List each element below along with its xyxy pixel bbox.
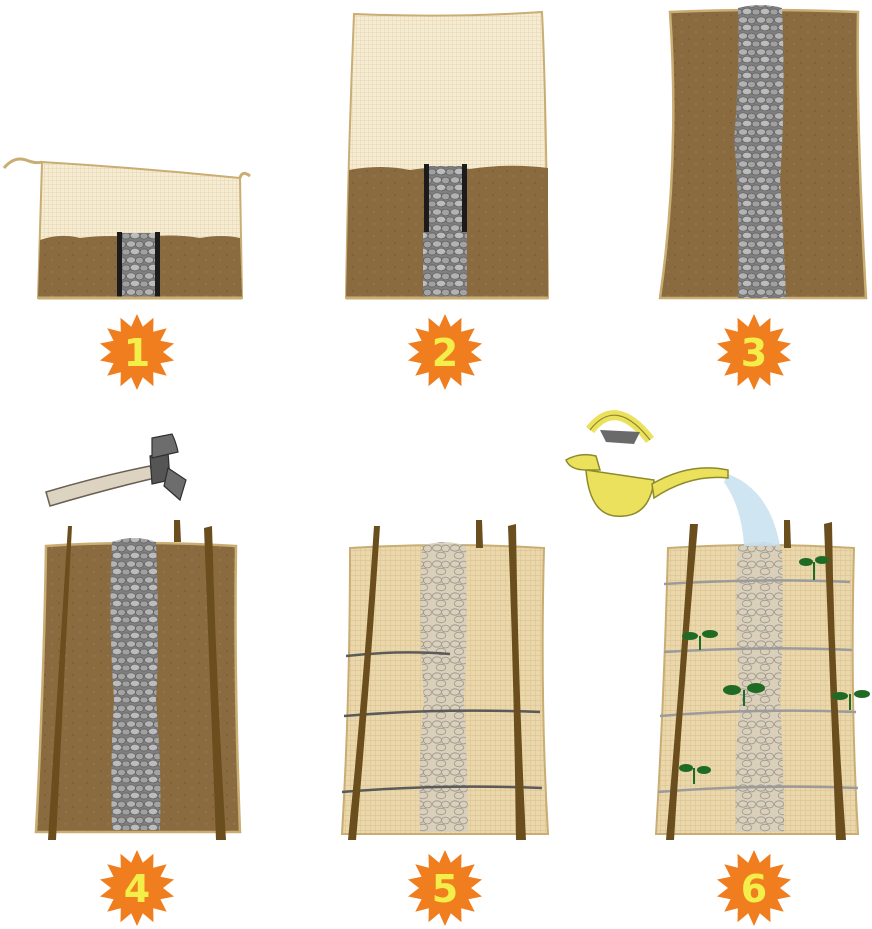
step-4-illustration [36,434,240,840]
stake-middle [476,520,483,548]
step-badge-1: 1 [100,314,174,390]
stake-middle [174,520,181,542]
sack-tie-rope [4,159,42,168]
step-number: 4 [124,867,150,911]
stone-column [121,233,157,298]
water-stream [724,474,780,546]
pipe-right-wall [462,164,467,232]
step-5-illustration [342,520,548,840]
pipe-right-wall [155,232,160,298]
step-1-illustration [4,159,250,298]
watering-can-icon [566,415,728,516]
step-badge-6: 6 [717,850,791,926]
hammer-icon [46,434,186,506]
stake-middle [784,520,791,548]
stone-column [734,5,786,298]
step-number: 1 [124,331,150,375]
step-badge-3: 3 [717,314,791,390]
step-number: 5 [432,867,458,911]
step-badge-5: 5 [408,850,482,926]
step-2-illustration [346,12,548,298]
step-number: 3 [741,331,767,375]
step-number: 2 [432,331,458,375]
step-3-illustration [660,5,866,298]
pipe-left-wall [117,232,122,298]
stone-column [110,538,160,830]
step-number: 6 [741,867,767,911]
step-badge-4: 4 [100,850,174,926]
stone-column [423,232,467,298]
step-badge-2: 2 [408,314,482,390]
step-6-illustration [566,415,870,840]
pipe-stones [428,166,464,232]
pipe-left-wall [424,164,429,232]
